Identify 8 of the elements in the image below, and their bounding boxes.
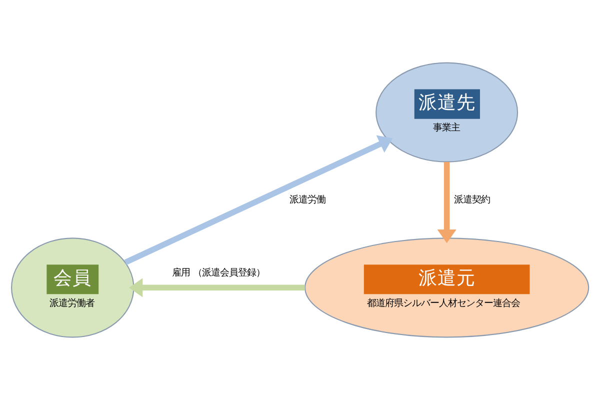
arrow bbox=[124, 135, 393, 265]
edge-label: 派遣労働 bbox=[290, 194, 326, 206]
edge-label: 雇用 （派遣会員登録） bbox=[172, 268, 265, 279]
arrow bbox=[437, 162, 456, 244]
node-ellipse: 会員 派遣労働者 bbox=[11, 238, 134, 338]
edge-label: 派遣契約 bbox=[454, 194, 490, 206]
node-ellipse: 派遣元 都道府県シルバー人材センター連合会 bbox=[304, 238, 590, 338]
arrow bbox=[128, 278, 305, 298]
